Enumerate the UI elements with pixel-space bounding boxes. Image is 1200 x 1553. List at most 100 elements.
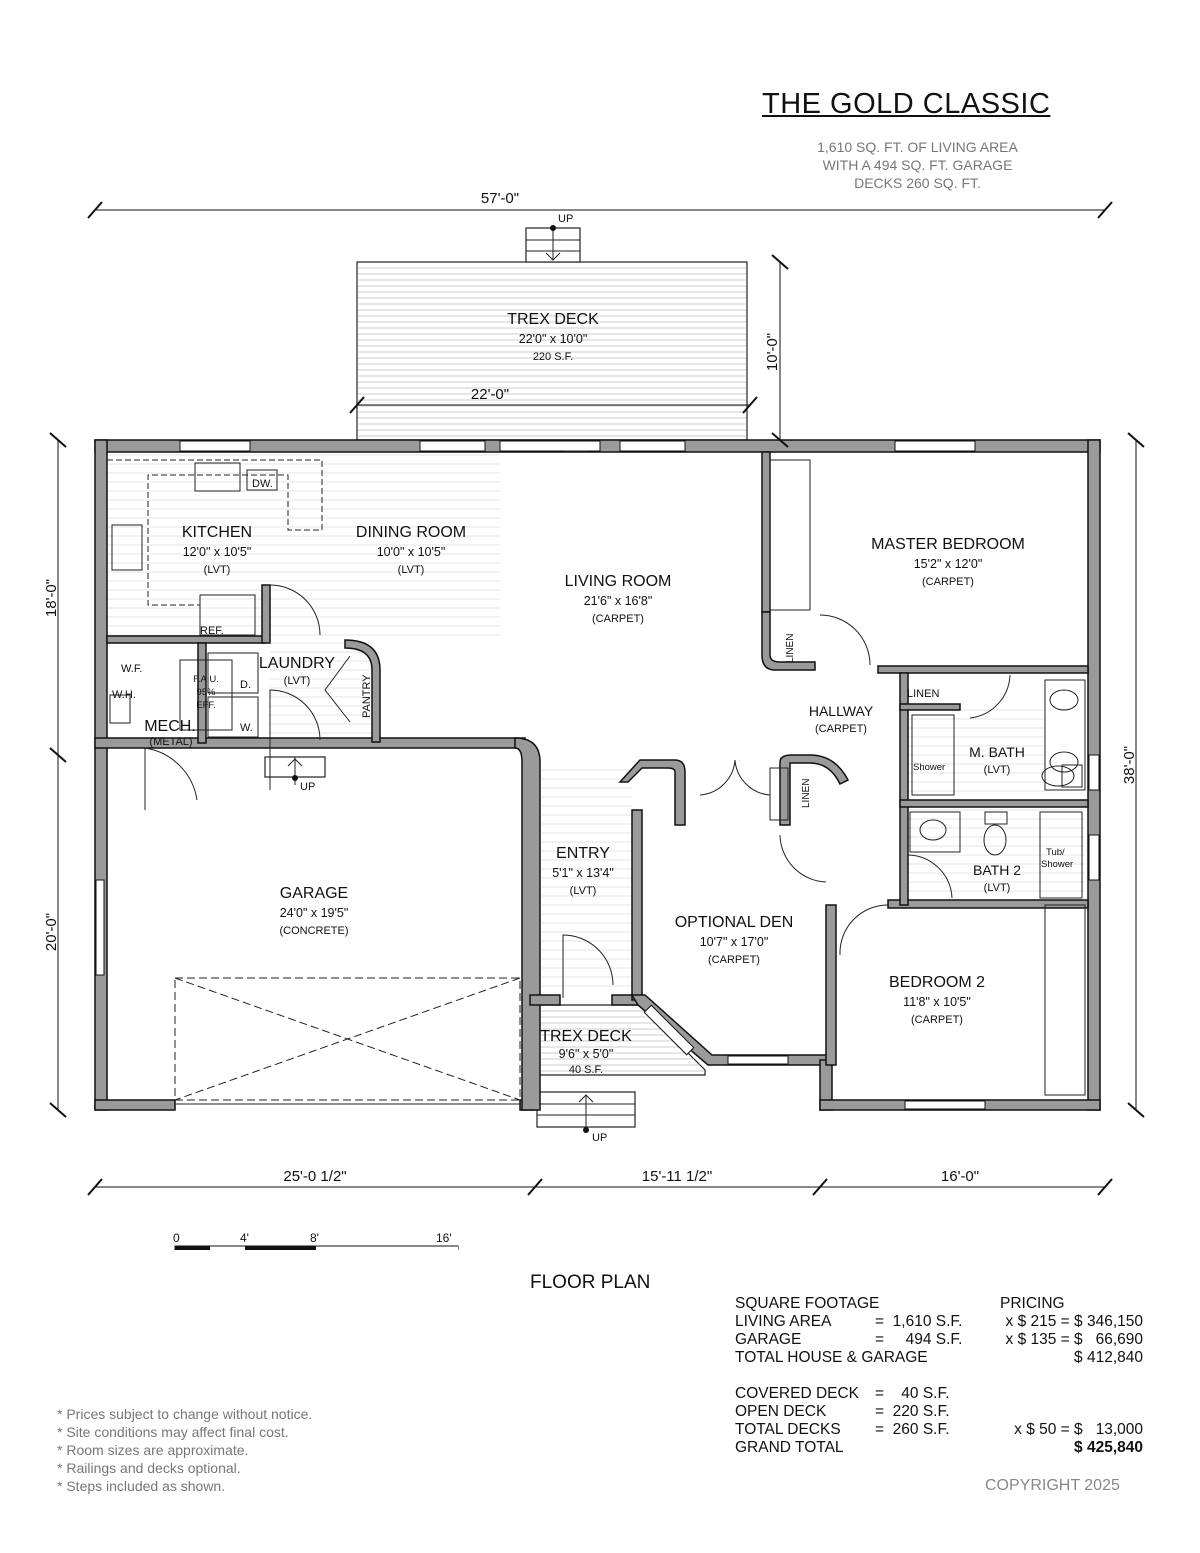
- room-laundry: LAUNDRY (LVT): [259, 655, 336, 687]
- furnace-label: F.A.U.: [193, 674, 219, 685]
- pricing-label: GARAGE: [735, 1331, 802, 1348]
- room-floor: (LVT): [284, 675, 311, 687]
- room-name: BATH 2: [973, 862, 1021, 878]
- pricing-price: $ 412,840: [1074, 1349, 1143, 1366]
- dimension-label: 22'-0": [471, 386, 509, 403]
- rear-deck: UP: [356, 213, 748, 441]
- room-name: DINING ROOM: [356, 524, 466, 541]
- room-dining: DINING ROOM 10'0" x 10'5" (LVT): [356, 524, 466, 576]
- room-name: LAUNDRY: [259, 655, 336, 672]
- pricing-label: TOTAL DECKS: [735, 1421, 841, 1438]
- note: * Room sizes are approximate.: [57, 1442, 249, 1458]
- room-floor: (CARPET): [815, 723, 867, 735]
- square-footage-header: SQUARE FOOTAGE: [735, 1295, 880, 1312]
- pricing-price: x $ 50 = $ 13,000: [1014, 1421, 1143, 1438]
- subtitle-line: DECKS 260 SQ. FT.: [854, 175, 981, 191]
- dimension-label: 16'-0": [941, 1168, 979, 1185]
- floor-plan-drawing: UP UP UP: [43, 190, 1145, 1250]
- stair-up-label: UP: [300, 781, 315, 793]
- room-floor: (LVT): [204, 564, 231, 576]
- room-living: LIVING ROOM 21'6" x 16'8" (CARPET): [565, 573, 672, 625]
- room-size: 10'7" x 17'0": [700, 935, 769, 949]
- pricing-price: x $ 135 = $ 66,690: [1005, 1331, 1143, 1348]
- room-name: MECH.: [144, 718, 196, 735]
- room-mech: MECH. (METAL): [144, 718, 196, 748]
- dimension-label: 18'-0": [43, 579, 60, 617]
- room-floor: (CARPET): [592, 613, 644, 625]
- room-name: TREX DECK: [507, 311, 599, 328]
- room-name: HALLWAY: [809, 703, 874, 719]
- room-kitchen: KITCHEN 12'0" x 10'5" (LVT): [182, 524, 252, 576]
- room-area: 40 S.F.: [569, 1064, 603, 1076]
- room-name: KITCHEN: [182, 524, 252, 541]
- tub-label: Shower: [1041, 859, 1073, 870]
- shower-label: Shower: [913, 762, 945, 773]
- room-size: 11'8" x 10'5": [903, 995, 971, 1009]
- room-optional-den: OPTIONAL DEN 10'7" x 17'0" (CARPET): [675, 914, 794, 966]
- room-size: 22'0" x 10'0": [519, 332, 588, 346]
- pricing-eq: = 220 S.F.: [875, 1403, 950, 1420]
- room-name: OPTIONAL DEN: [675, 914, 794, 931]
- note: * Railings and decks optional.: [57, 1460, 241, 1476]
- room-floor: (METAL): [149, 736, 192, 748]
- scale-bar: 0 4' 8' 16': [173, 1231, 459, 1250]
- pricing-label: COVERED DECK: [735, 1385, 860, 1402]
- pricing-eq: = 494 S.F.: [875, 1331, 963, 1348]
- room-size: 9'6" x 5'0": [559, 1047, 614, 1061]
- dimension-label: 15'-11 1/2": [642, 1168, 712, 1185]
- dimension-label: 57'-0": [481, 190, 519, 207]
- room-name: MASTER BEDROOM: [871, 536, 1025, 553]
- room-master-bedroom: MASTER BEDROOM 15'2" x 12'0" (CARPET): [871, 536, 1025, 588]
- room-floor: (LVT): [984, 764, 1011, 776]
- room-hallway: HALLWAY (CARPET): [809, 703, 874, 735]
- room-size: 21'6" x 16'8": [584, 594, 653, 608]
- windows: [95, 440, 1100, 1110]
- room-name: GARAGE: [280, 885, 348, 902]
- garage-door-outline: [174, 977, 521, 1101]
- room-floor: (CARPET): [922, 576, 974, 588]
- room-entry: ENTRY 5'1" x 13'4" (LVT): [552, 845, 614, 897]
- pantry-label: PANTRY: [361, 674, 373, 718]
- pricing-label: GRAND TOTAL: [735, 1439, 844, 1456]
- room-size: 24'0" x 19'5": [280, 906, 349, 920]
- linen-label: LINEN: [907, 688, 939, 700]
- room-trex-deck-front: TREX DECK 9'6" x 5'0" 40 S.F.: [540, 1028, 632, 1076]
- pricing-eq: = 260 S.F.: [875, 1421, 950, 1438]
- room-name: TREX DECK: [540, 1028, 632, 1045]
- room-size: 12'0" x 10'5": [183, 545, 252, 559]
- copyright: COPYRIGHT 2025: [985, 1477, 1120, 1494]
- pricing-header-label: PRICING: [1000, 1295, 1065, 1312]
- linen-label: LINEN: [801, 779, 812, 808]
- scale-tick-label: 0: [173, 1231, 180, 1245]
- room-trex-deck-rear: TREX DECK 22'0" x 10'0" 220 S.F.: [507, 311, 599, 363]
- dimension-label: 10'-0": [764, 333, 781, 371]
- room-name: LIVING ROOM: [565, 573, 672, 590]
- scale-tick-label: 16': [436, 1231, 452, 1245]
- pricing-label: TOTAL HOUSE & GARAGE: [735, 1349, 928, 1366]
- room-floor: (LVT): [570, 885, 597, 897]
- kitchen-counters: [107, 459, 1086, 1096]
- room-name: M. BATH: [969, 744, 1025, 760]
- refrigerator-label: REF.: [200, 625, 224, 637]
- dimension-label: 38'-0": [1121, 746, 1138, 784]
- pricing-price: $ 425,840: [1074, 1439, 1143, 1456]
- room-name: ENTRY: [556, 845, 610, 862]
- dryer-label: D.: [240, 679, 251, 691]
- water-filter-label: W.F.: [121, 663, 142, 675]
- front-deck: UP UP: [264, 756, 706, 1144]
- pricing-eq: = 1,610 S.F.: [875, 1313, 963, 1330]
- water-heater-label: W.H.: [112, 689, 136, 701]
- room-floor: (LVT): [398, 564, 425, 576]
- subtitle-line: WITH A 494 SQ. FT. GARAGE: [822, 157, 1013, 173]
- furnace-label: 95%: [196, 687, 216, 698]
- stair-up-label: UP: [558, 213, 573, 225]
- dimension-lines: 57'-0" 22'-0" 10'-0" 18'-0" 20'-0" 38'-0…: [43, 190, 1145, 1196]
- notes: * Prices subject to change without notic…: [57, 1405, 312, 1495]
- fixture-labels: DW. REF. W.F. W.H. F.A.U. 95% EFF. D. W.…: [112, 478, 1073, 870]
- room-floor: (CARPET): [708, 954, 760, 966]
- dimension-label: 20'-0": [43, 913, 60, 951]
- note: * Prices subject to change without notic…: [57, 1406, 313, 1422]
- doors: [144, 450, 1011, 998]
- note: * Steps included as shown.: [57, 1478, 226, 1494]
